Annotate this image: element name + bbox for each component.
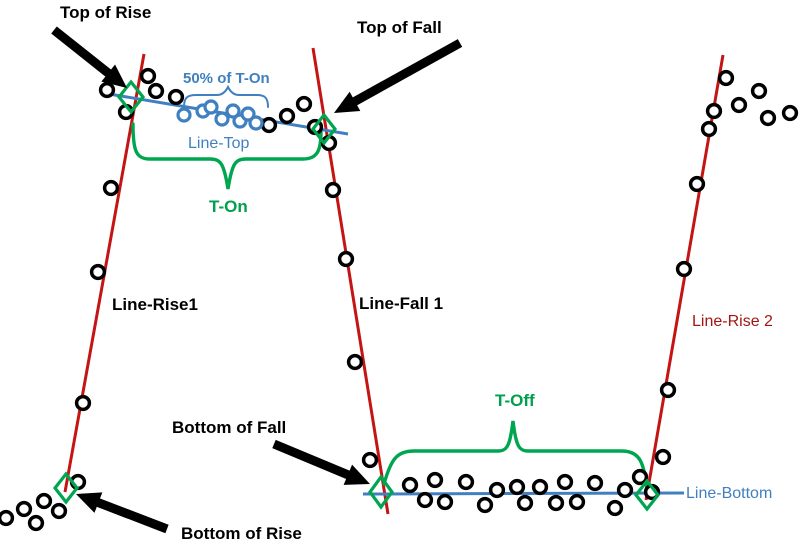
black-scatter-point [27, 514, 45, 532]
black-scatter-point [139, 67, 157, 85]
black-scatter-point [89, 263, 107, 281]
t-off-brace [382, 420, 649, 491]
top-of-rise-label: Top of Rise [60, 3, 152, 22]
black-scatter-point [586, 474, 604, 492]
black-scatter-point [675, 260, 693, 278]
black-scatter-point [426, 471, 444, 489]
blue-scatter-point [225, 103, 241, 119]
black-scatter-point [167, 88, 185, 106]
line-fall1-label: Line-Fall 1 [359, 294, 444, 313]
line-rise2-label: Line-Rise 2 [692, 313, 773, 330]
black-scatter-point [659, 381, 677, 399]
blue-scatter-point [240, 106, 256, 122]
t-on-label: T-On [209, 197, 248, 216]
black-scatter-point [337, 250, 355, 268]
black-scatter-point [476, 496, 494, 514]
black-scatter-point [547, 494, 565, 512]
top-of-rise-marker [116, 79, 146, 115]
black-scatter-point [556, 473, 574, 491]
black-scatter-point [50, 502, 68, 520]
black-scatter-point [147, 82, 165, 100]
bottom-of-rise-arrow-shaft [94, 497, 169, 534]
top-of-fall-marker [310, 112, 338, 146]
black-scatter-point [631, 468, 649, 486]
black-scatter-point [15, 500, 33, 518]
black-scatter-point [568, 493, 586, 511]
black-scatter-point [616, 481, 634, 499]
black-scatter-point [260, 116, 278, 134]
black-scatter-point [278, 107, 296, 125]
bottom-of-rise-arrow-head [76, 492, 103, 513]
black-scatter-point [346, 353, 364, 371]
black-scatter-point [35, 492, 53, 510]
line-rise1-label: Line-Rise1 [112, 295, 198, 314]
black-scatter-point [102, 179, 120, 197]
black-scatter-point [705, 102, 723, 120]
top-of-fall-arrow-shaft [351, 39, 463, 107]
black-scatter-point [295, 95, 313, 113]
black-scatter-point [730, 96, 748, 114]
top-of-rise-arrow-shaft [51, 26, 113, 78]
top-of-fall-arrow-head [334, 91, 361, 113]
bottom-of-fall-label: Bottom of Fall [172, 418, 287, 437]
bottom-of-rise-label: Bottom of Rise [181, 524, 302, 543]
blue-scatter-point [214, 111, 230, 127]
blue-scatter-point [176, 107, 192, 123]
black-scatter-point [457, 473, 475, 491]
black-scatter-point [531, 478, 549, 496]
bottom-of-rise2-marker [633, 478, 661, 512]
black-scatter-point [361, 451, 379, 469]
t-on-brace [131, 122, 323, 190]
black-scatter-point [401, 476, 419, 494]
black-scatter-point [717, 69, 735, 87]
black-scatter-point [516, 494, 534, 512]
black-scatter-point [436, 493, 454, 511]
fifty-pct-brace [183, 84, 269, 108]
black-scatter-point [488, 481, 506, 499]
bottom-of-rise-marker [52, 471, 80, 505]
t-off-label: T-Off [495, 391, 535, 410]
black-scatter-point [416, 491, 434, 509]
fifty-pct-t-on-label: 50% of T-On [183, 70, 270, 87]
black-scatter-point [781, 104, 799, 122]
bottom-of-fall-arrow-head [343, 464, 370, 485]
black-scatter-point [750, 82, 768, 100]
black-scatter-point [98, 81, 116, 99]
black-scatter-point [759, 109, 777, 127]
black-scatter-point [654, 448, 672, 466]
blue-scatter-point [203, 99, 219, 115]
black-scatter-point [324, 181, 342, 199]
line-bottom-label: Line-Bottom [686, 485, 773, 502]
black-scatter-point [508, 478, 526, 496]
black-scatter-point [0, 509, 15, 527]
blue-scatter-point [248, 115, 264, 131]
bottom-of-fall-marker [368, 474, 394, 510]
line-top-label: Line-Top [188, 135, 250, 152]
black-scatter-point [700, 120, 718, 138]
black-scatter-point [74, 394, 92, 412]
top-of-rise-arrow-head [101, 64, 127, 88]
line-fall1 [311, 47, 390, 515]
bottom-of-fall-arrow-shaft [272, 439, 352, 480]
top-of-fall-label: Top of Fall [357, 18, 442, 37]
black-scatter-point [606, 499, 624, 517]
black-scatter-point [688, 175, 706, 193]
